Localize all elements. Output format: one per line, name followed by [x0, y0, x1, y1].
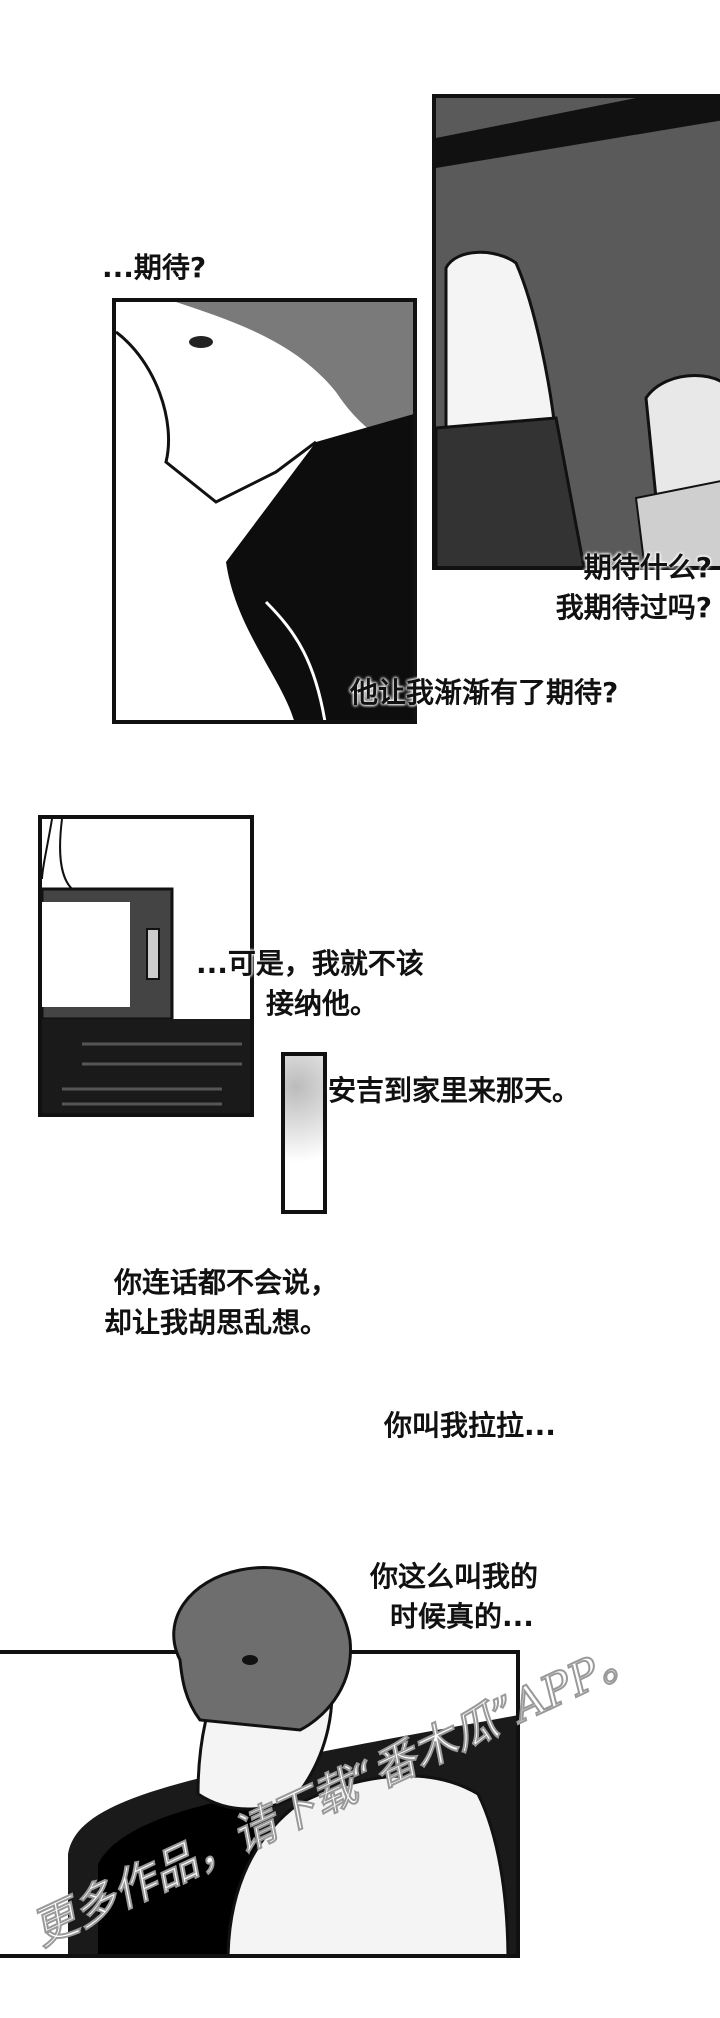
panel-screentone-strip — [281, 1052, 327, 1214]
caption-line: 你叫我拉拉... — [384, 1409, 556, 1442]
caption-line: 你连话都不会说， — [114, 1266, 339, 1299]
caption-6: 你连话都不会说， 却让我胡思乱想。 — [104, 1263, 338, 1343]
dashboard-illustration — [42, 819, 250, 1113]
caption-line: 时候真的... — [390, 1600, 534, 1633]
caption-4: ...可是，我就不该 接纳他。 — [196, 944, 424, 1024]
caption-2: 期待什么? 我期待过吗? — [556, 548, 712, 628]
feet-illustration — [436, 98, 720, 566]
profile-illustration — [116, 302, 413, 720]
caption-5: 安吉到家里来那天。 — [328, 1071, 580, 1111]
caption-line: ...可是，我就不该 — [196, 947, 424, 980]
caption-3: 他让我渐渐有了期待? — [350, 673, 618, 713]
panel-feet — [432, 94, 720, 570]
panel-profile-face — [112, 298, 417, 724]
caption-line: 安吉到家里来那天。 — [328, 1074, 581, 1107]
caption-line: 他让我渐渐有了期待? — [350, 676, 619, 709]
caption-line: 期待什么? — [583, 551, 712, 584]
caption-line: ...期待? — [102, 251, 207, 284]
caption-line: 你这么叫我的 — [370, 1560, 539, 1593]
caption-1: ...期待? — [102, 248, 206, 288]
caption-8: 你这么叫我的 时候真的... — [370, 1557, 538, 1637]
caption-line: 却让我胡思乱想。 — [104, 1306, 329, 1339]
caption-line: 我期待过吗? — [555, 591, 712, 624]
caption-line: 接纳他。 — [266, 987, 379, 1020]
panel-car-dashboard — [38, 815, 254, 1117]
caption-7: 你叫我拉拉... — [384, 1406, 556, 1446]
